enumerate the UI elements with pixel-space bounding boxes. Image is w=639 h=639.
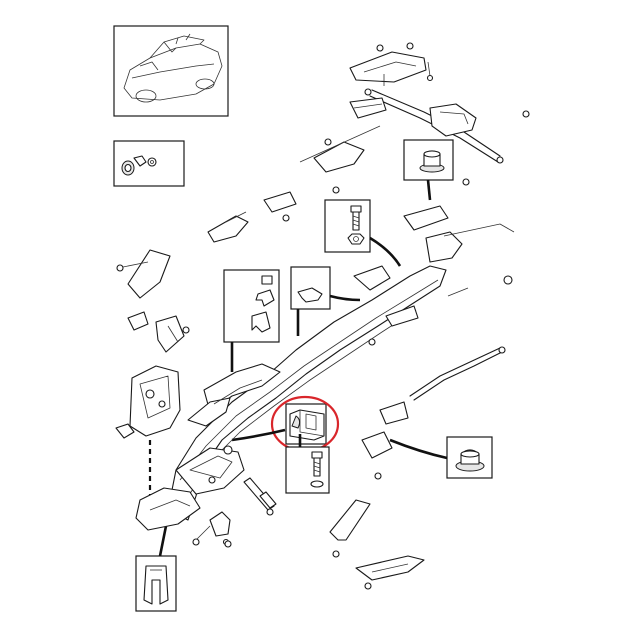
right-linkage [353,205,515,327]
bumper-pad-callout [446,436,493,479]
leader-bolt-nut [369,236,402,267]
screw-5 [368,338,376,346]
screw-3 [522,110,530,118]
lower-cable-rod [361,346,506,480]
car-overview-frame [113,25,229,117]
leader-retaining-clip [158,525,168,557]
latch-mechanism [207,97,387,243]
bolt-nut-callout [324,199,371,253]
screw-2 [182,326,190,334]
screw-6 [282,214,290,222]
grommet-callout [403,139,454,181]
bumper-icon [455,449,485,472]
retaining-clip-callout [135,555,177,612]
screw-7 [332,186,340,194]
gas-strut [243,477,277,516]
screw-4 [462,178,470,186]
bolt-washer-icon [310,451,324,488]
bushing-kit-callout [113,140,185,187]
upper-cable-rod [364,88,504,164]
bolt-icon [350,205,362,231]
grommet-icon [419,150,445,173]
top-bracket [349,42,434,86]
retaining-clip-frame [135,555,177,612]
bushing-icon [121,155,157,176]
highlighted-pad-callout [270,395,340,453]
clip-spring-icon [143,565,169,605]
leader-highlighted-pad [231,428,286,442]
bracket-icon [251,275,275,333]
bolt-nut-frame [324,199,371,253]
clip-part-callout [290,266,331,310]
bracket-set-callout [223,269,280,343]
hinge-bracket-assembly [115,365,245,531]
fasteners [116,110,530,548]
screw-8 [224,540,232,548]
lower-handle [329,499,425,590]
leader-grommet [426,179,432,201]
bolt-washer-callout [285,446,330,494]
nut-icon [347,233,365,245]
leader-bumper [389,438,448,460]
rubber-pad-icon [289,409,325,441]
screw-1 [116,264,124,272]
car-overview-callout [113,25,229,117]
lower-clamp [192,511,231,546]
clip-icon [297,287,323,303]
left-bracket-parts [117,249,185,353]
leader-clip [329,294,361,302]
car-thumbnail [123,33,223,103]
